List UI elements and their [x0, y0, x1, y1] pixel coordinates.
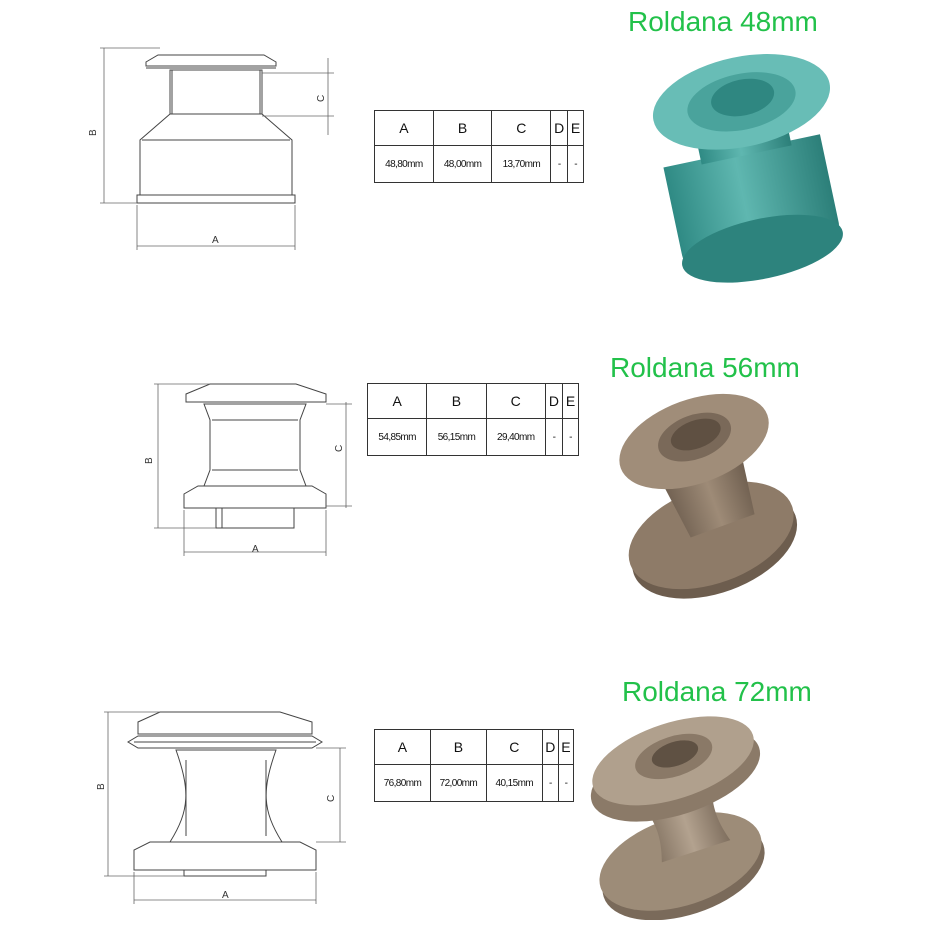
spec-table-56: A B C D E 54,85mm 56,15mm 29,40mm - - — [366, 383, 579, 456]
col-header-a: A — [366, 383, 428, 419]
product-photo-48 — [652, 54, 843, 283]
value-a: 76,80mm — [374, 764, 431, 802]
value-d: - — [541, 764, 559, 802]
dim-label-b: B — [88, 129, 99, 136]
value-c: 40,15mm — [485, 764, 543, 802]
col-header-c: C — [485, 729, 543, 765]
value-d: - — [544, 418, 564, 456]
dim-label-a: A — [222, 890, 229, 901]
col-header-c: C — [491, 110, 552, 146]
dim-label-a: A — [212, 235, 219, 246]
dim-label-b: B — [144, 457, 155, 464]
value-c: 29,40mm — [485, 418, 546, 456]
product-photo-56 — [619, 393, 798, 599]
spec-table-48: A B C D E 48,80mm 48,00mm 13,70mm - - — [374, 110, 584, 183]
col-header-b: B — [426, 383, 487, 419]
dim-label-c: C — [326, 795, 337, 802]
title-roldana-48: Roldana 48mm — [628, 6, 818, 37]
value-b: 72,00mm — [429, 764, 487, 802]
col-header-b: B — [429, 729, 487, 765]
col-header-a: A — [374, 110, 434, 146]
value-a: 48,80mm — [374, 145, 434, 183]
col-header-e: E — [557, 729, 575, 765]
value-d: - — [550, 145, 569, 183]
col-header-a: A — [374, 729, 431, 765]
value-e: - — [557, 764, 575, 802]
dim-label-c: C — [316, 95, 327, 102]
col-header-e: E — [567, 110, 584, 146]
value-a: 54,85mm — [366, 418, 428, 456]
col-header-b: B — [432, 110, 493, 146]
dim-label-b: B — [96, 783, 107, 790]
spec-table-72: A B C D E 76,80mm 72,00mm 40,15mm - - — [374, 729, 575, 802]
dim-label-a: A — [252, 544, 259, 555]
col-header-d: D — [541, 729, 559, 765]
value-e: - — [562, 418, 579, 456]
product-photo-72 — [590, 716, 765, 920]
dim-label-c: C — [334, 445, 345, 452]
value-e: - — [567, 145, 584, 183]
title-roldana-56: Roldana 56mm — [610, 352, 800, 383]
title-roldana-72: Roldana 72mm — [622, 676, 812, 707]
